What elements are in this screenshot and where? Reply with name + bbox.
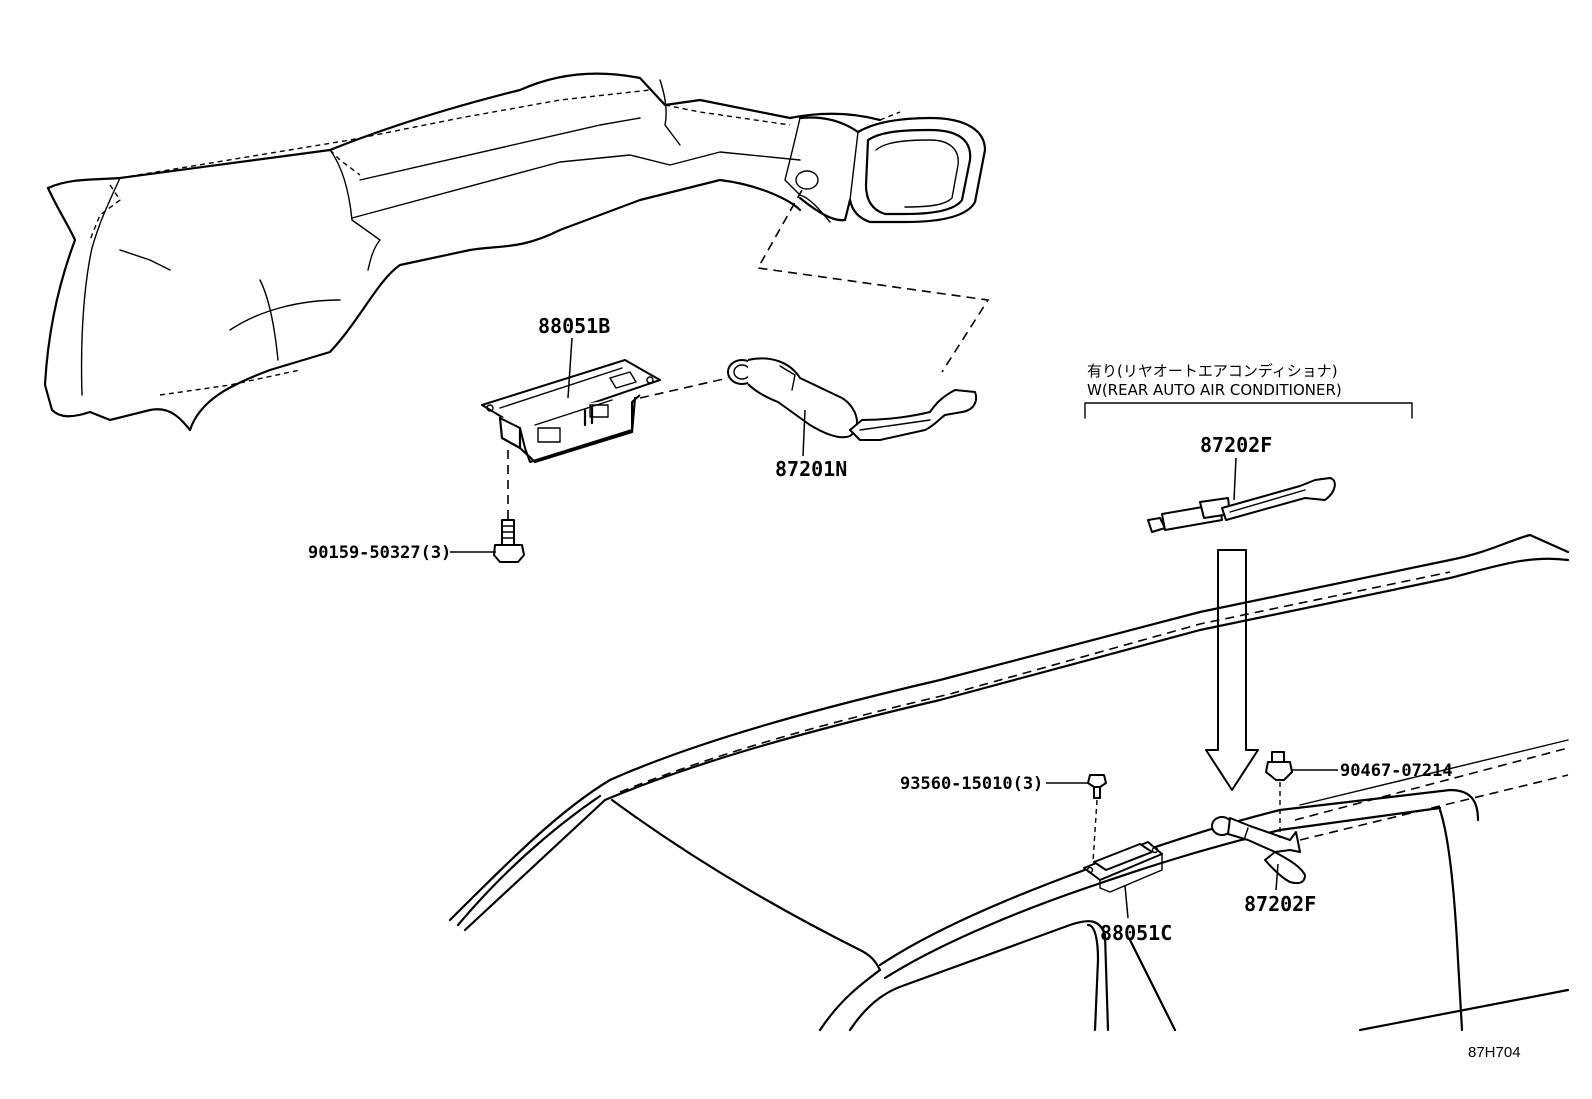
- bolt-90159-illustration: [493, 519, 525, 563]
- leader-88051C: [1124, 885, 1129, 919]
- label-87202F-bottom: 87202F: [1244, 892, 1316, 916]
- option-note-jp: 有り(リヤオートエアコンディショナ): [1087, 362, 1338, 380]
- label-90159-50327: 90159-50327(3): [308, 543, 451, 563]
- leader-87201N: [802, 409, 806, 457]
- label-88051C: 88051C: [1100, 921, 1172, 945]
- computer-to-sensor-link: [639, 377, 729, 399]
- label-90467-07214: 90467-07214: [1340, 761, 1453, 781]
- rear-sensor-installed-illustration: [1211, 816, 1306, 885]
- screw-to-computer-link: [1092, 799, 1098, 863]
- computer-88051B-illustration: [481, 359, 661, 464]
- label-87202F-top: 87202F: [1200, 433, 1272, 457]
- computer-88051C-illustration: [1083, 841, 1163, 893]
- duct-to-sensor-link: [756, 189, 990, 373]
- install-arrow: [1205, 549, 1259, 791]
- option-bracket: [1084, 402, 1413, 419]
- label-87201N: 87201N: [775, 457, 847, 481]
- rear-sensor-87202F-illustration: [1147, 477, 1336, 533]
- sensor-87201N-illustration: [727, 357, 978, 441]
- label-88051B: 88051B: [538, 314, 610, 338]
- air-duct-illustration: [43, 72, 987, 432]
- label-93560-15010: 93560-15010(3): [900, 774, 1043, 794]
- screw-93560-illustration: [1087, 774, 1107, 799]
- leader-87202F-bottom: [1275, 863, 1279, 891]
- diagram-ref-code: 87H704: [1468, 1044, 1521, 1061]
- option-note-en: W(REAR AUTO AIR CONDITIONER): [1087, 381, 1342, 399]
- leader-88051B: [567, 337, 573, 399]
- leader-87202F-top: [1233, 457, 1237, 501]
- clip-90467-illustration: [1265, 751, 1293, 781]
